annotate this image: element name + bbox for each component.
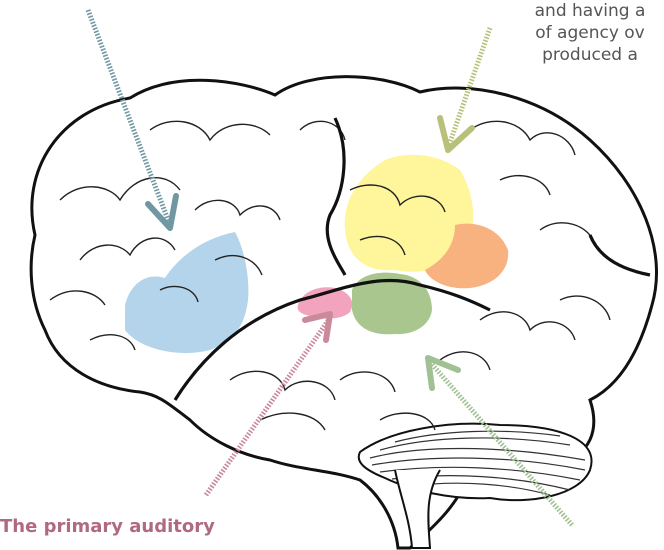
caption-top-right: and having a of agency ov produced a xyxy=(470,0,664,66)
caption-line: of agency ov xyxy=(470,22,664,44)
caption-line: and having a xyxy=(470,0,664,22)
caption-line: produced a xyxy=(470,44,664,66)
caption-bottom-left: The primary auditory xyxy=(0,516,215,537)
